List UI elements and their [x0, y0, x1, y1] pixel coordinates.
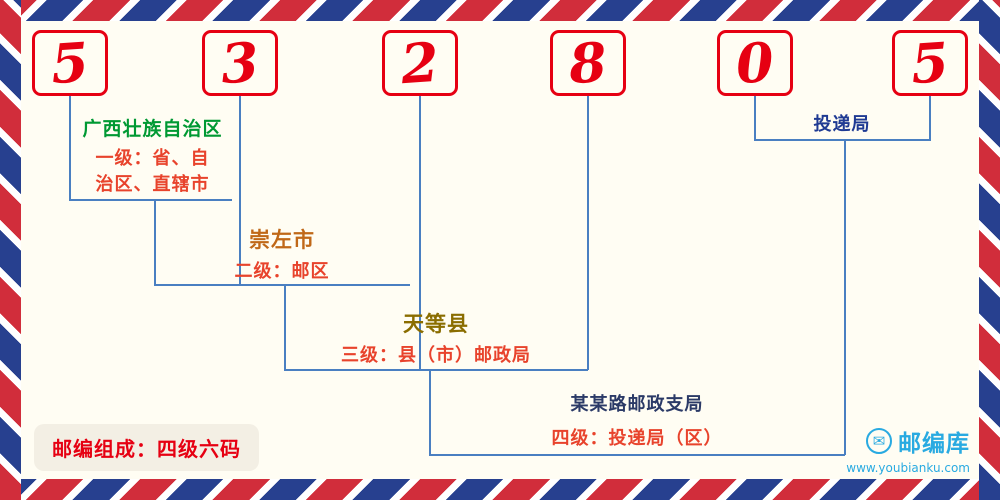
digit-6: 5 — [909, 29, 951, 97]
delivery-name: 投递局 — [813, 114, 871, 135]
region-level-line2: 治区、直辖市 — [95, 174, 210, 195]
digit-3: 2 — [399, 29, 441, 97]
region-level-line1: 一级：省、自 — [95, 148, 210, 169]
digit-box-3: 2 — [382, 30, 458, 96]
label-county: 天等县 三级：县（市）邮政局 — [286, 308, 586, 369]
label-region: 广西壮族自治区 一级：省、自 治区、直辖市 — [60, 114, 245, 198]
digit-box-6: 5 — [892, 30, 968, 96]
digit-box-4: 8 — [550, 30, 626, 96]
airmail-border-bottom — [0, 479, 1000, 500]
label-delivery: 投递局 — [767, 110, 917, 136]
logo-row: ✉ 邮编库 — [846, 424, 970, 458]
logo-text: 邮编库 — [898, 431, 970, 457]
airmail-border-right — [979, 0, 1000, 500]
label-city: 崇左市 二级：邮区 — [182, 224, 382, 285]
county-level: 三级：县（市）邮政局 — [341, 345, 531, 366]
branch-name: 某某路邮政支局 — [570, 394, 704, 415]
digit-box-1: 5 — [32, 30, 108, 96]
composition-badge: 邮编组成：四级六码 — [34, 424, 259, 471]
region-name: 广西壮族自治区 — [82, 118, 223, 140]
site-url[interactable]: www.youbianku.com — [846, 461, 970, 475]
branch-level: 四级：投递局（区） — [551, 428, 723, 449]
city-level: 二级：邮区 — [234, 261, 330, 282]
airmail-border-top — [0, 0, 1000, 21]
label-branch: 某某路邮政支局 四级：投递局（区） — [487, 390, 787, 452]
digit-5: 0 — [734, 29, 776, 97]
digit-1: 5 — [49, 29, 91, 97]
city-name: 崇左市 — [249, 228, 315, 252]
digit-4: 8 — [567, 29, 609, 97]
site-logo[interactable]: ✉ 邮编库 www.youbianku.com — [846, 424, 970, 475]
airmail-border-left — [0, 0, 21, 500]
county-name: 天等县 — [403, 312, 469, 336]
composition-text: 邮编组成：四级六码 — [52, 437, 241, 461]
digit-box-5: 0 — [717, 30, 793, 96]
envelope-icon: ✉ — [866, 428, 892, 454]
digit-box-2: 3 — [202, 30, 278, 96]
digit-2: 3 — [219, 29, 261, 97]
